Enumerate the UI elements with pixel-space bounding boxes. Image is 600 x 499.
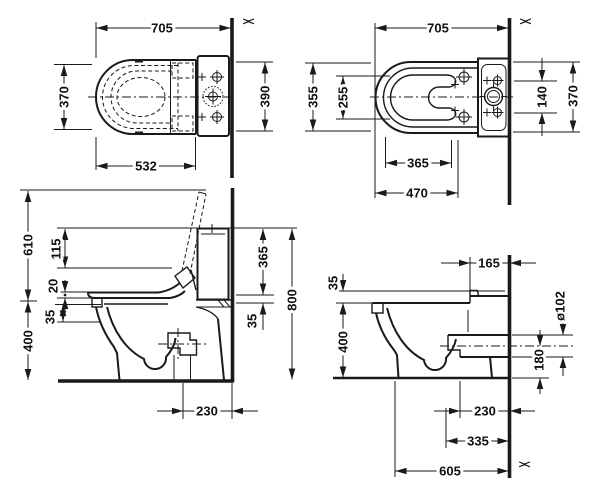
hatch — [217, 299, 225, 308]
plan-view-bowl: >< — [303, 16, 584, 205]
dim-532-label: 532 — [135, 159, 157, 174]
dim-255-label: 255 — [336, 87, 351, 109]
dim-230-label: 230 — [474, 404, 496, 419]
hole-dot — [454, 109, 456, 112]
bowl-rear — [195, 306, 219, 320]
hatch — [223, 299, 231, 308]
hole-dot — [454, 83, 456, 86]
open-lid-tip — [198, 191, 207, 195]
lid-edge-hidden — [102, 65, 178, 129]
dim-355-label: 355 — [306, 86, 321, 108]
dim-180-label: 180 — [532, 349, 547, 371]
dim-165-label: 165 — [478, 256, 500, 271]
seat-underside — [87, 290, 186, 299]
bowl-outline — [95, 306, 121, 381]
dim-705-label: 705 — [151, 21, 173, 36]
hinge-arm-top — [171, 62, 194, 79]
seat-profile — [88, 269, 192, 294]
dim-35-label: 35 — [326, 276, 341, 290]
seat-buffer — [91, 297, 103, 308]
dim-102-label: ø102 — [553, 291, 568, 321]
open-lid-hidden — [189, 193, 207, 275]
dim-335-label: 335 — [467, 434, 489, 449]
dim-390-label: 390 — [258, 86, 273, 108]
side-view-with-seat: 610 400 115 20 35 365 35 800 230 — [18, 188, 303, 422]
dim-705-label: 705 — [427, 21, 449, 36]
bowl-basin — [106, 306, 177, 371]
cistern-outline — [196, 55, 230, 137]
dim-370-label: 370 — [57, 86, 72, 108]
pedestal-back — [217, 318, 225, 381]
pedestal-back — [489, 356, 493, 379]
outlet-socket — [167, 332, 198, 356]
wall-break-mark: >< — [519, 459, 530, 471]
side-view-bowl: 165 35 400 ø102 180 230 335 60 — [323, 253, 576, 482]
cistern-outline — [196, 227, 230, 301]
dim-610-label: 610 — [21, 234, 36, 256]
dim-605-label: 605 — [439, 464, 461, 479]
outlet-step — [447, 335, 461, 357]
seat-back — [190, 269, 197, 291]
dim-dot — [63, 293, 67, 297]
flush-knob — [202, 86, 224, 107]
dim-470-label: 470 — [406, 186, 428, 201]
dim-115-label: 115 — [49, 239, 64, 260]
dim-400-label: 400 — [336, 331, 351, 353]
dim-370-label: 370 — [566, 85, 581, 107]
wall-break-mark: >< — [243, 16, 254, 28]
plan-view-with-seat: >< 705 370 — [54, 16, 276, 178]
rim-front-lip — [371, 302, 384, 314]
dim-365-label: 365 — [256, 246, 271, 268]
dim-800-label: 800 — [285, 289, 300, 311]
dim-400-label: 400 — [21, 330, 36, 352]
dim-230-label: 230 — [196, 404, 218, 419]
dim-140-label: 140 — [535, 86, 550, 108]
wall-break-mark: >< — [520, 16, 531, 28]
dim-35-label: 35 — [43, 310, 58, 324]
hinge-arm-bottom — [171, 115, 194, 132]
bowl-outline — [375, 312, 400, 379]
dim-20-label: 20 — [46, 279, 61, 293]
dim-365-label: 365 — [407, 156, 429, 171]
flush-pipe-hole-inner — [487, 90, 500, 103]
dim-35b-label: 35 — [245, 314, 260, 328]
open-lid-hidden — [181, 191, 200, 272]
